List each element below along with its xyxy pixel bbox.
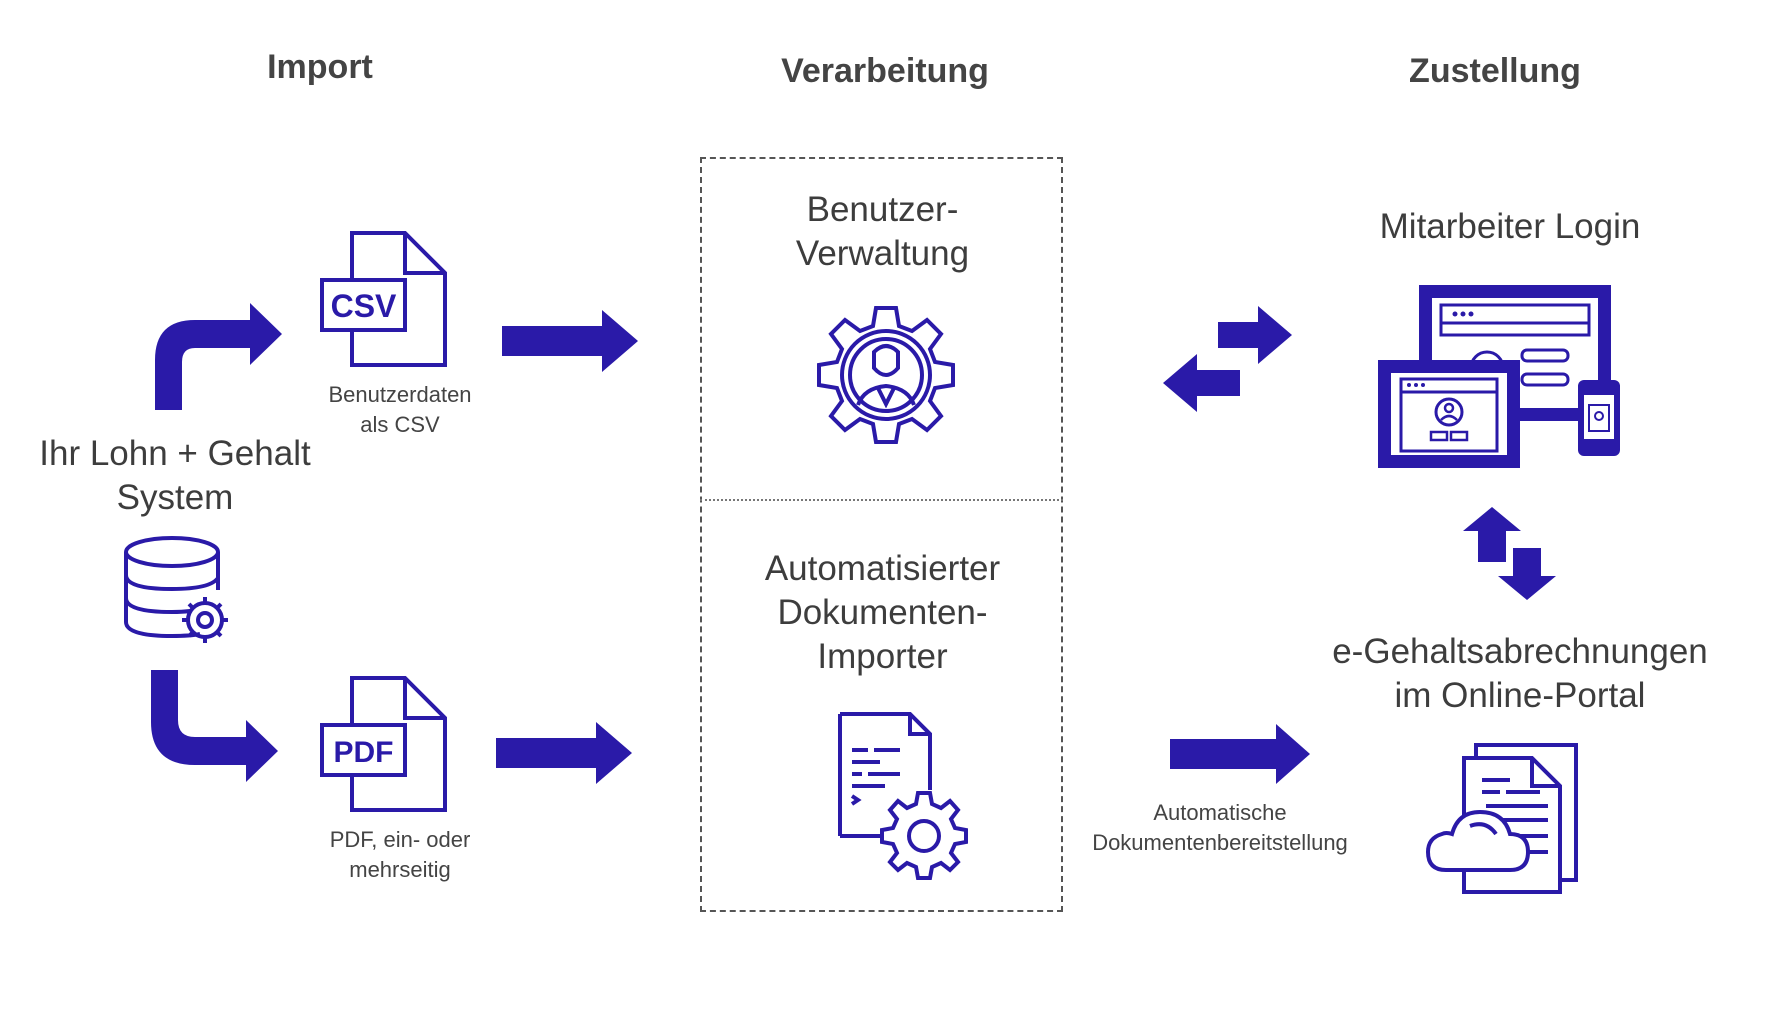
column-heading-processing: Verarbeitung bbox=[781, 52, 989, 90]
arrow-left-icon bbox=[1163, 354, 1240, 412]
arrow-up-icon bbox=[1463, 507, 1521, 562]
payslips-portal-label: e-Gehaltsabrechnungen im Online-Portal bbox=[1332, 632, 1708, 715]
csv-file-icon: CSV bbox=[320, 231, 447, 367]
arrow-right-icon bbox=[502, 310, 638, 372]
processing-box bbox=[700, 157, 1063, 912]
arrow-right-icon bbox=[1218, 306, 1292, 364]
source-system-label: Ihr Lohn + Gehalt System bbox=[39, 434, 311, 517]
pdf-icon-label: PDF bbox=[334, 736, 394, 769]
pdf-caption: PDF, ein- oder mehrseitig bbox=[329, 827, 471, 882]
doc-importer-label: Automatisierter Dokumenten- Importer bbox=[764, 549, 1001, 676]
curved-arrow-up-icon bbox=[155, 303, 282, 410]
auto-provision-caption: Automatische Dokumentenbereitstellung bbox=[1092, 800, 1348, 855]
arrow-down-icon bbox=[1498, 548, 1556, 600]
curved-arrow-down-icon bbox=[151, 670, 278, 782]
arrow-right-icon bbox=[496, 722, 632, 784]
column-heading-import: Import bbox=[267, 48, 373, 86]
pdf-file-icon: PDF bbox=[320, 676, 447, 812]
employee-login-label: Mitarbeiter Login bbox=[1379, 207, 1641, 246]
csv-icon-label: CSV bbox=[331, 288, 397, 324]
column-heading-delivery: Zustellung bbox=[1409, 52, 1581, 90]
devices-login-icon bbox=[1378, 285, 1620, 468]
user-admin-label: Benutzer- Verwaltung bbox=[795, 190, 970, 273]
cloud-documents-icon bbox=[1425, 743, 1578, 894]
csv-caption: Benutzerdaten als CSV bbox=[328, 382, 472, 437]
processing-divider bbox=[700, 499, 1063, 501]
user-admin-gear-icon bbox=[817, 306, 955, 444]
database-gear-icon bbox=[124, 536, 228, 643]
document-gear-icon bbox=[838, 712, 968, 880]
arrow-right-icon bbox=[1170, 724, 1310, 784]
